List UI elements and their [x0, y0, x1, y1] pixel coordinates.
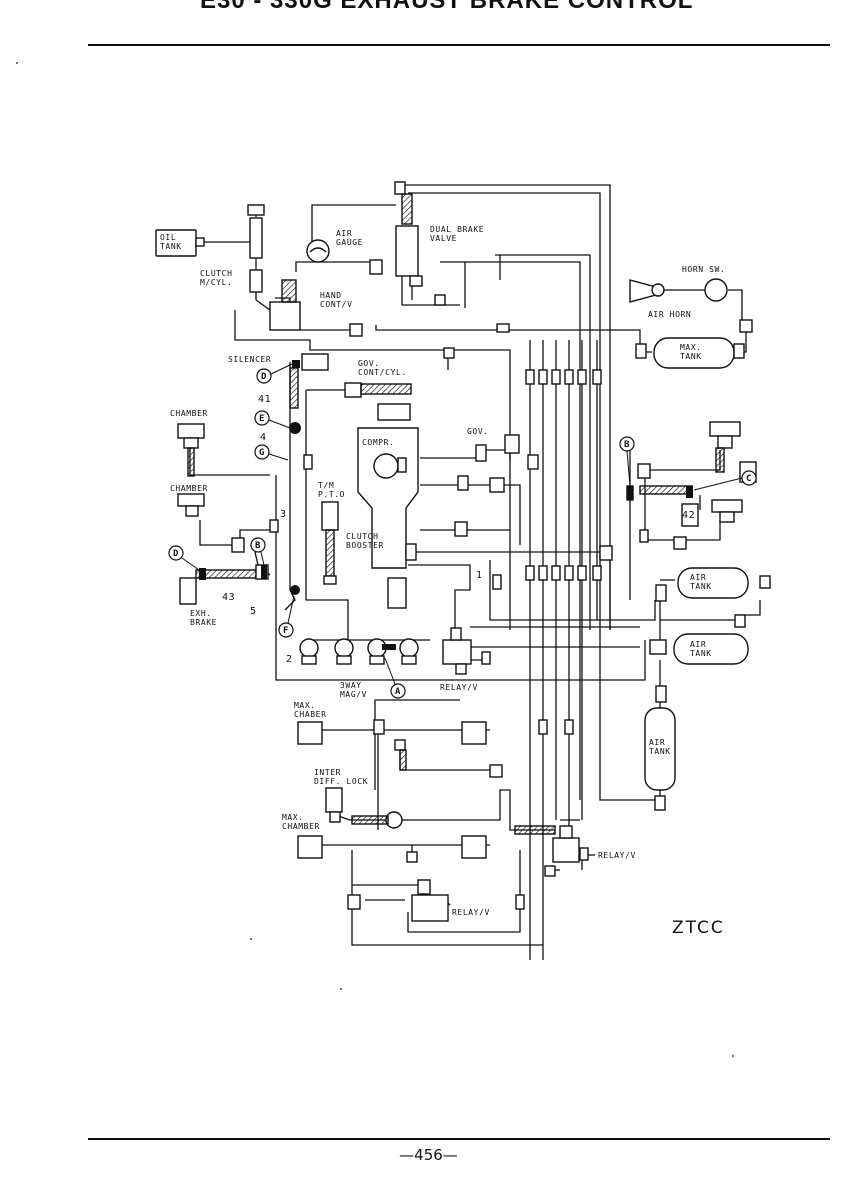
right-chamber-2	[711, 499, 743, 513]
left-chamber-2	[177, 493, 205, 507]
callout-leaders	[181, 363, 743, 685]
label-chamber-1: CHAMBER	[170, 409, 208, 418]
air-tank-1	[677, 567, 749, 599]
left-chamber-1	[177, 423, 205, 439]
right-chamber-1	[709, 421, 741, 437]
label-max-chamber: MAX.CHAMBER	[282, 813, 320, 831]
line-number-3: 3	[280, 509, 287, 520]
governor	[475, 444, 487, 462]
label-gov: GOV.	[467, 427, 489, 436]
callout-e: E	[259, 414, 265, 424]
horn-switch	[704, 278, 728, 302]
label-relay-v-1: RELAY/V	[440, 683, 478, 692]
silencer-box	[301, 353, 329, 371]
callout-g: G	[259, 448, 265, 458]
clutch-master-cylinder	[249, 217, 263, 259]
label-air-horn: AIR HORN	[648, 310, 691, 319]
rear-chamber-2-left	[297, 835, 323, 859]
label-relay-v-3: RELAY/V	[452, 908, 490, 917]
line-number-4: 4	[260, 432, 267, 443]
callout-d-top: D	[261, 372, 267, 382]
speck	[250, 938, 252, 940]
three-way-mag-valves	[299, 638, 419, 665]
line-number-2: 2	[286, 654, 293, 665]
relay-valve-2	[552, 837, 580, 863]
callout-b-right: B	[624, 440, 630, 450]
bottom-rule	[88, 1138, 830, 1140]
line-number-42: 42	[682, 510, 695, 521]
callout-d-left: D	[173, 549, 179, 559]
tm-pto	[321, 501, 339, 531]
air-tank-3	[644, 707, 676, 791]
exhaust-brake	[179, 577, 197, 605]
top-rule	[88, 44, 830, 46]
air-tank-2	[673, 633, 749, 665]
callout-b-left: B	[255, 541, 261, 551]
bundle-fittings	[303, 323, 602, 910]
air-gauge-dial	[306, 239, 330, 263]
page-title: E30 - 330G EXHAUST BRAKE CONTROL	[200, 0, 694, 14]
label-gov-cont-cyl: GOV.CONT/CYL.	[358, 359, 407, 377]
line-number-1: 1	[476, 570, 483, 581]
relay-valve-3	[411, 894, 449, 922]
rear-chamber-1-left	[297, 721, 323, 745]
junction-markers	[199, 360, 693, 650]
gov-cont-cylinder	[344, 382, 362, 398]
speck	[340, 988, 342, 990]
label-compr: COMPR.	[362, 438, 395, 447]
label-horn-sw: HORN SW.	[682, 265, 725, 274]
speck	[16, 62, 18, 64]
hand-control-valve	[269, 301, 301, 331]
line-number-5: 5	[250, 606, 257, 617]
header-strip: E30 - 330G EXHAUST BRAKE CONTROL	[0, 0, 857, 40]
components	[155, 181, 771, 922]
callout-circles	[168, 368, 757, 699]
label-max-chaber: MAX.CHABER	[294, 701, 327, 719]
inter-diff-lock	[325, 787, 343, 813]
label-chamber-2: CHAMBER	[170, 484, 208, 493]
label-exh-brake: EXH.BRAKE	[190, 609, 217, 627]
rear-chamber-2-right	[461, 835, 487, 859]
line-number-43: 43	[222, 592, 235, 603]
dual-brake-valve-body	[395, 225, 419, 277]
label-max-tank: MAX.TANK	[680, 343, 702, 361]
rear-chamber-1-right	[461, 721, 487, 745]
speck	[732, 1055, 734, 1057]
label-silencer: SILENCER	[228, 355, 271, 364]
figure-code: ZTCC	[672, 918, 725, 938]
callout-a: A	[395, 687, 401, 697]
callout-c: C	[746, 474, 752, 484]
relay-valve-1	[442, 639, 472, 665]
line-number-41: 41	[258, 394, 271, 405]
callout-f: F	[283, 626, 289, 636]
page-number: —456—	[399, 1146, 458, 1164]
label-relay-v-2: RELAY/V	[598, 851, 636, 860]
